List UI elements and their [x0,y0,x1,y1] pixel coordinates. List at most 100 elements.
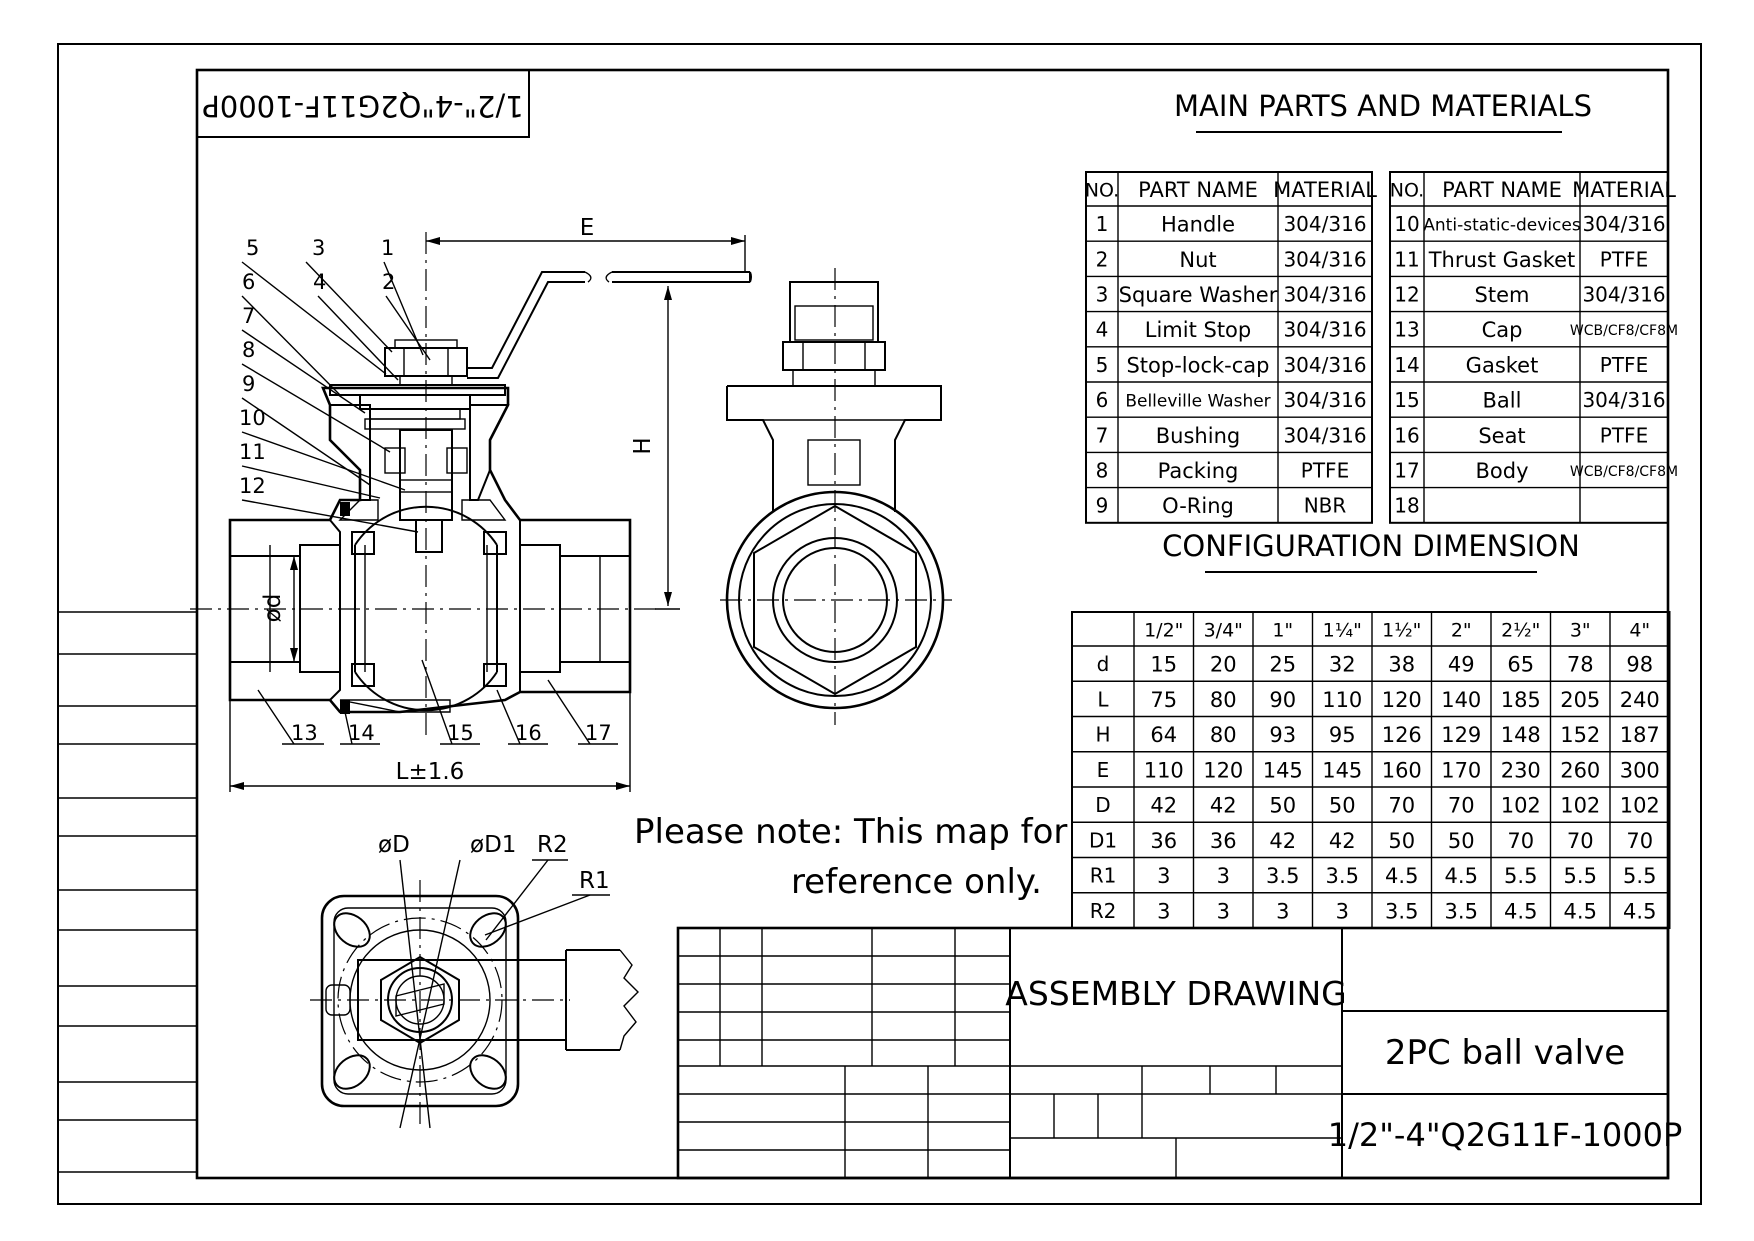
parts-header-2-0: MATERIAL [1273,178,1377,202]
config-size: 1½" [1382,620,1421,642]
config-value: 126 [1382,723,1422,747]
config-value: 102 [1620,794,1660,818]
config-size: 1" [1272,620,1293,642]
config-value: 20 [1210,653,1237,677]
part-material: 304/316 [1283,247,1366,271]
config-value: 98 [1626,653,1653,677]
dim-E: E [580,215,595,241]
part-name: Gasket [1466,353,1539,377]
part-no: 4 [1096,318,1109,342]
config-value: 50 [1388,829,1415,853]
config-value: 70 [1448,794,1475,818]
config-value: 15 [1150,653,1177,677]
config-row-label: d [1097,652,1110,676]
part-name: Nut [1179,248,1216,272]
config-value: 145 [1322,758,1362,782]
note-line2: reference only. [791,862,1042,902]
part-no: 13 [1394,318,1419,342]
config-size: 1¼" [1323,620,1362,642]
callout-10: 10 [239,406,266,430]
left-margin-strip [58,611,197,1173]
outer-border [57,43,1702,1205]
config-value: 152 [1560,723,1600,747]
config-size: 3/4" [1204,620,1243,642]
part-material: WCB/CF8/CF8M [1570,464,1678,480]
part-name: Cap [1482,318,1523,342]
config-value: 4.5 [1504,899,1537,923]
config-value: 42 [1150,794,1177,818]
config-size: 2½" [1501,620,1540,642]
config-row-label: D1 [1089,828,1117,852]
part-no: 7 [1096,423,1109,447]
config-value: 5.5 [1623,864,1656,888]
config-value: 80 [1210,688,1237,712]
part-material: PTFE [1301,459,1349,483]
part-name: Handle [1161,213,1235,237]
title-block [676,926,1670,1180]
config-value: 3 [1157,899,1170,923]
config-value: 25 [1269,653,1296,677]
dim-D: øD [378,832,410,858]
part-name: Limit Stop [1145,318,1251,342]
front-callouts [241,261,618,745]
top-view: øD øD1 R2 R1 [310,832,639,1129]
config-row-label: R2 [1090,899,1117,923]
config-value: 145 [1263,758,1303,782]
config-value: 3 [1276,899,1289,923]
part-material: 304/316 [1283,283,1366,307]
config-value: 95 [1329,723,1356,747]
part-material: 304/316 [1582,212,1665,236]
config-value: 187 [1620,723,1660,747]
config-row-label: L [1097,687,1109,711]
config-value: 160 [1382,758,1422,782]
part-material: PTFE [1600,247,1648,271]
config-value: 4.5 [1564,899,1597,923]
part-name: Thrust Gasket [1428,248,1576,272]
config-size: 1/2" [1144,620,1183,642]
part-name: Square Washer [1119,283,1278,307]
config-row-label: D [1095,793,1110,817]
config-value: 70 [1507,829,1534,853]
config-row-label: H [1095,723,1110,747]
parts-title: MAIN PARTS AND MATERIALS [1174,89,1592,123]
config-value: 50 [1448,829,1475,853]
part-material: PTFE [1600,423,1648,447]
callout-3: 3 [312,236,325,260]
config-value: 185 [1501,688,1541,712]
part-material: 304/316 [1283,318,1366,342]
part-no: 12 [1394,283,1419,307]
callout-5: 5 [246,236,259,260]
part-material: 304/316 [1283,388,1366,412]
config-value: 260 [1560,758,1600,782]
part-no: 15 [1394,388,1419,412]
front-callout-labels: 5 3 1 4 2 6 7 8 9 10 11 12 13 14 15 16 1… [239,236,612,745]
config-value: 230 [1501,758,1541,782]
config-value: 32 [1329,653,1356,677]
config-value: 3 [1157,864,1170,888]
config-value: 3 [1217,899,1230,923]
config-value: 110 [1144,758,1184,782]
dim-D1: øD1 [470,832,516,858]
config-value: 205 [1560,688,1600,712]
part-name: Anti-static-devices [1423,216,1581,236]
config-value: 5.5 [1504,864,1537,888]
config-value: 90 [1269,688,1296,712]
parts-header-1-1: PART NAME [1442,178,1562,202]
part-material: NBR [1304,494,1347,518]
part-no: 10 [1394,212,1419,236]
config-value: 36 [1210,829,1237,853]
part-name: O-Ring [1162,494,1234,518]
config-value: 75 [1150,688,1177,712]
side-view [720,268,952,725]
config-value: 36 [1150,829,1177,853]
config-value: 148 [1501,723,1541,747]
config-value: 50 [1269,794,1296,818]
part-no: 1 [1096,212,1109,236]
drawing-type: ASSEMBLY DRAWING [1005,974,1346,1013]
config-value: 70 [1388,794,1415,818]
parts-header-1-0: PART NAME [1138,178,1258,202]
callout-14: 14 [348,721,375,745]
